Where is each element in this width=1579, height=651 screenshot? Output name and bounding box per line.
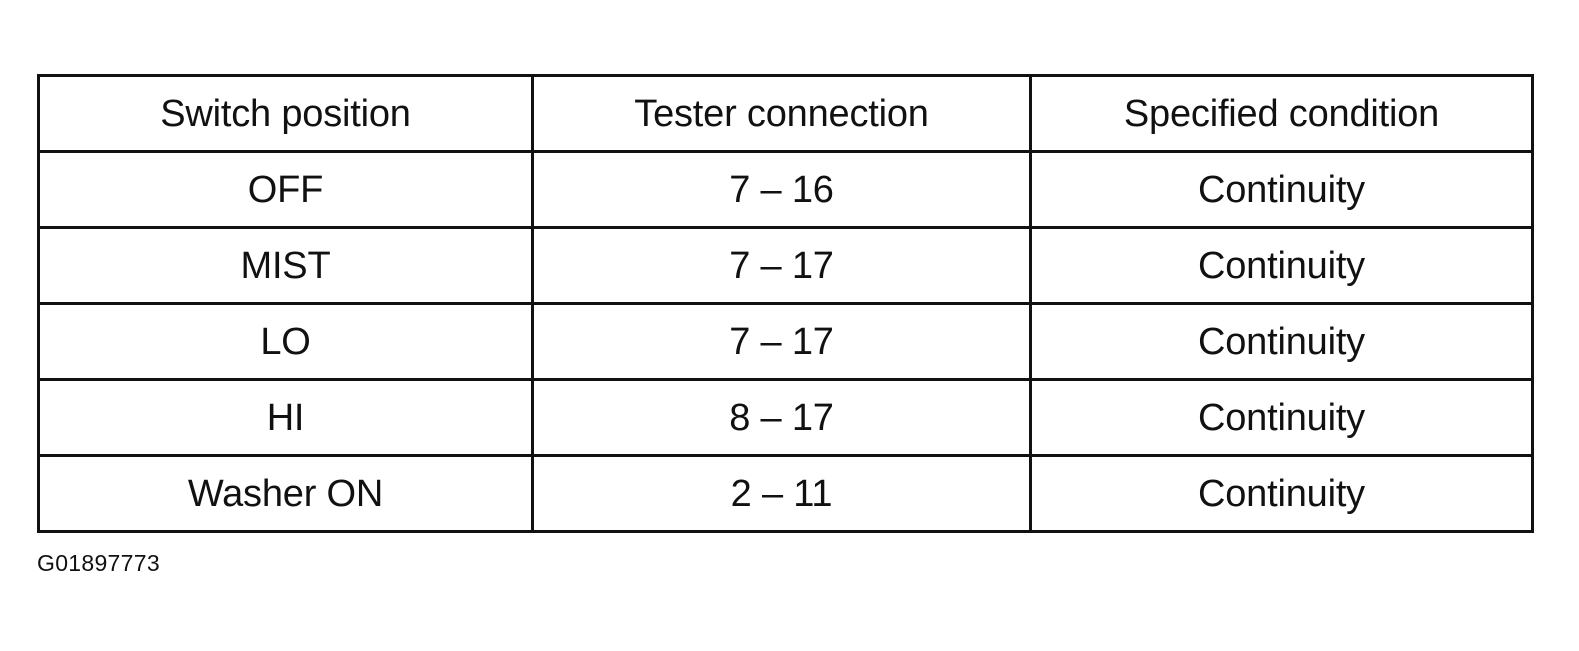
table-row: OFF 7 – 16 Continuity [37, 150, 1534, 229]
tester-connection-cell: 7 – 17 [531, 302, 1032, 381]
tester-connection-cell: 8 – 17 [531, 378, 1032, 457]
table-row: LO 7 – 17 Continuity [37, 302, 1534, 381]
switch-position-cell: HI [37, 378, 534, 457]
switch-position-cell: LO [37, 302, 534, 381]
specified-condition-cell: Continuity [1029, 226, 1534, 305]
tester-connection-cell: 7 – 16 [531, 150, 1032, 229]
specified-condition-cell: Continuity [1029, 454, 1534, 533]
specified-condition-cell: Continuity [1029, 378, 1534, 457]
header-tester-connection: Tester connection [531, 74, 1032, 153]
table-header: Switch position Tester connection Specif… [37, 74, 1534, 153]
figure-id: G01897773 [37, 550, 160, 576]
table-body: OFF 7 – 16 Continuity MIST 7 – 17 Contin… [37, 150, 1534, 533]
table-row: MIST 7 – 17 Continuity [37, 226, 1534, 305]
tester-connection-cell: 7 – 17 [531, 226, 1032, 305]
specified-condition-cell: Continuity [1029, 150, 1534, 229]
tester-connection-cell: 2 – 11 [531, 454, 1032, 533]
switch-position-cell: Washer ON [37, 454, 534, 533]
header-row: Switch position Tester connection Specif… [37, 74, 1534, 153]
header-switch-position: Switch position [37, 74, 534, 153]
header-specified-condition: Specified condition [1029, 74, 1534, 153]
specified-condition-cell: Continuity [1029, 302, 1534, 381]
table-row: HI 8 – 17 Continuity [37, 378, 1534, 457]
switch-position-cell: MIST [37, 226, 534, 305]
switch-position-cell: OFF [37, 150, 534, 229]
switch-continuity-table: Switch position Tester connection Specif… [37, 74, 1534, 533]
table-row: Washer ON 2 – 11 Continuity [37, 454, 1534, 533]
